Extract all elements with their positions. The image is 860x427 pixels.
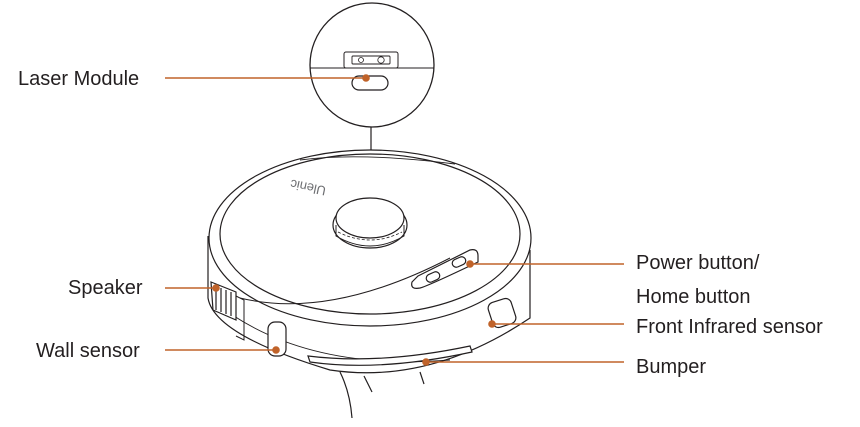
robot-body xyxy=(207,149,532,419)
label-wall-sensor: Wall sensor xyxy=(36,340,140,362)
label-home-button: Home button xyxy=(636,286,751,308)
laser-module-zoom xyxy=(309,2,435,206)
label-front-infrared-sensor: Front Infrared sensor xyxy=(636,316,823,338)
label-bumper: Bumper xyxy=(636,356,707,378)
leader-lines xyxy=(165,74,624,366)
label-laser-module: Laser Module xyxy=(18,68,140,90)
label-speaker: Speaker xyxy=(68,277,143,299)
label-power-button: Power button/ xyxy=(636,252,760,274)
